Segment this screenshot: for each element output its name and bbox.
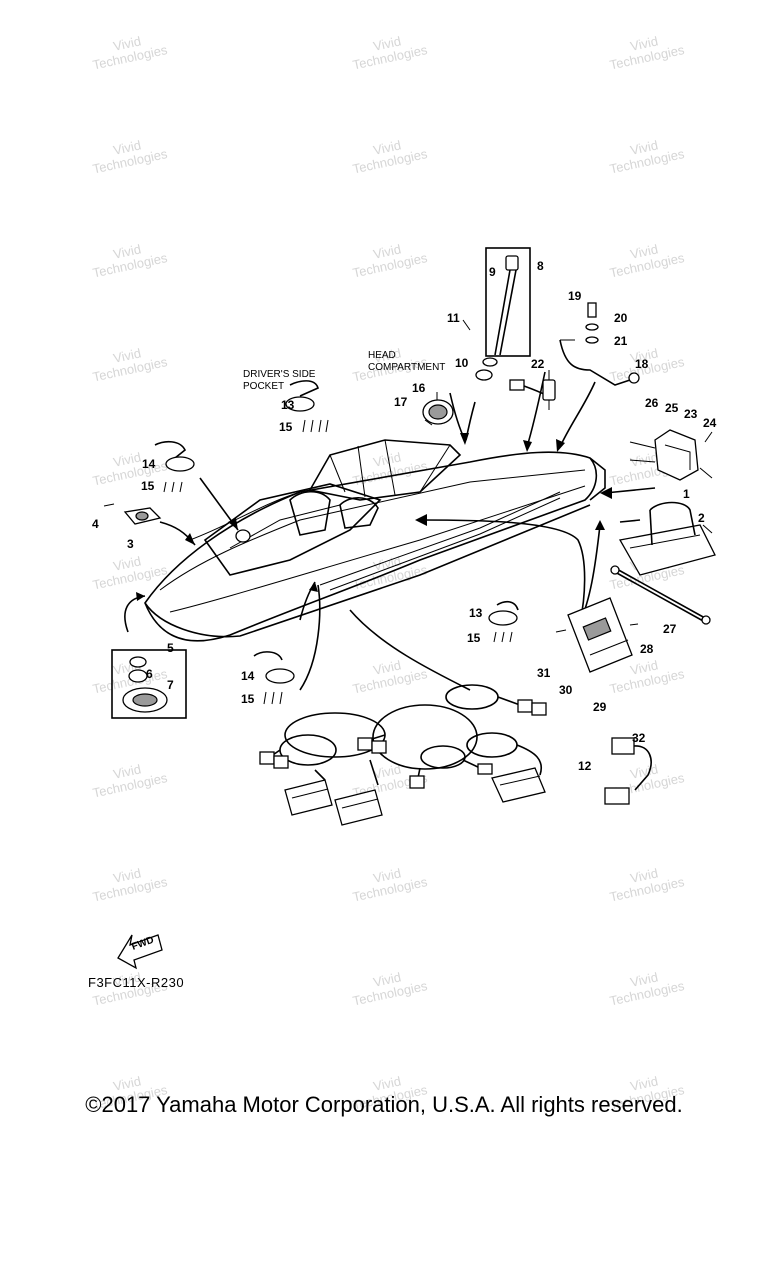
callout-22: 22 bbox=[531, 357, 545, 371]
drivers-side-pocket-label: DRIVER'S SIDE bbox=[243, 369, 316, 380]
callout-10: 10 bbox=[455, 356, 469, 370]
figure-code: F3FC11X-R230 bbox=[88, 975, 185, 990]
head-compartment-light bbox=[422, 392, 454, 426]
watermark-text: VividTechnologies bbox=[348, 28, 429, 72]
callout-1: 1 bbox=[683, 487, 690, 501]
light-14-top bbox=[154, 440, 195, 493]
callout-15-c: 15 bbox=[467, 631, 481, 645]
light-assembly-5 bbox=[111, 649, 187, 719]
callout-24: 24 bbox=[703, 416, 717, 430]
callout-15-b: 15 bbox=[141, 479, 155, 493]
light-13-top bbox=[285, 380, 329, 433]
callout-23: 23 bbox=[684, 407, 698, 421]
callout-13-top: 13 bbox=[281, 398, 295, 412]
light-pole-assembly bbox=[462, 247, 531, 381]
drivers-side-pocket-label-2: POCKET bbox=[243, 381, 284, 392]
fwd-arrow: FWD bbox=[117, 934, 163, 970]
watermark-text: VividTechnologies bbox=[88, 236, 169, 280]
light-13-bottom bbox=[488, 600, 519, 643]
callout-4: 4 bbox=[92, 517, 99, 531]
watermark-text: VividTechnologies bbox=[88, 548, 169, 592]
callout-numbers: 1 2 3 4 5 6 7 8 9 10 11 12 13 14 15 16 1… bbox=[92, 259, 717, 773]
watermark-text: VividTechnologies bbox=[605, 964, 686, 1008]
watermark-text: VividTechnologies bbox=[605, 28, 686, 72]
callout-17: 17 bbox=[394, 395, 408, 409]
watermark-text: VividTechnologies bbox=[88, 860, 169, 904]
head-compartment-label-2: COMPARTMENT bbox=[368, 362, 445, 373]
callout-14-bottom: 14 bbox=[241, 669, 255, 683]
callout-11: 11 bbox=[447, 311, 460, 325]
callout-2: 2 bbox=[698, 511, 705, 525]
callout-15-a: 15 bbox=[279, 420, 293, 434]
watermark-text: VividTechnologies bbox=[88, 756, 169, 800]
callout-19: 19 bbox=[568, 289, 582, 303]
watermark-text: VividTechnologies bbox=[348, 132, 429, 176]
callout-6: 6 bbox=[146, 667, 153, 681]
callout-18: 18 bbox=[635, 357, 649, 371]
control-module-28 bbox=[555, 597, 639, 673]
callout-9: 9 bbox=[489, 265, 496, 279]
watermark-text: VividTechnologies bbox=[348, 860, 429, 904]
switch-22 bbox=[509, 370, 556, 410]
callout-25: 25 bbox=[665, 401, 679, 415]
cable-18 bbox=[559, 302, 640, 386]
watermark-text: VividTechnologies bbox=[605, 236, 686, 280]
leader-arrows bbox=[124, 371, 656, 691]
watermark-text: VividTechnologies bbox=[88, 132, 169, 176]
callout-21: 21 bbox=[614, 334, 628, 348]
callout-15-d: 15 bbox=[241, 692, 255, 706]
callout-16: 16 bbox=[412, 381, 426, 395]
callout-14-top: 14 bbox=[142, 457, 156, 471]
watermark-text: VividTechnologies bbox=[88, 444, 169, 488]
callout-13-bottom: 13 bbox=[469, 606, 483, 620]
rod-27 bbox=[610, 565, 711, 625]
watermark-text: VividTechnologies bbox=[348, 964, 429, 1008]
watermark-text: VividTechnologies bbox=[605, 860, 686, 904]
callout-27: 27 bbox=[663, 622, 677, 636]
callout-7: 7 bbox=[167, 678, 174, 692]
watermark-text: VividTechnologies bbox=[605, 132, 686, 176]
callout-8: 8 bbox=[537, 259, 544, 273]
boat-hull bbox=[144, 439, 606, 642]
callout-20: 20 bbox=[614, 311, 628, 325]
light-14-bottom bbox=[253, 651, 295, 705]
callout-12: 12 bbox=[578, 759, 592, 773]
callout-3: 3 bbox=[127, 537, 134, 551]
callout-26: 26 bbox=[645, 396, 659, 410]
wire-harness-12 bbox=[259, 684, 547, 826]
callout-31: 31 bbox=[537, 666, 551, 680]
control-box-23 bbox=[629, 429, 713, 481]
callout-30: 30 bbox=[559, 683, 573, 697]
head-compartment-label: HEAD bbox=[368, 350, 396, 361]
watermark-text: VividTechnologies bbox=[88, 28, 169, 72]
battery-tray-1 bbox=[618, 501, 716, 576]
watermark-text: VividTechnologies bbox=[88, 340, 169, 384]
watermark-text: VividTechnologies bbox=[348, 236, 429, 280]
watermark-text: VividTechnologies bbox=[348, 652, 429, 696]
light-3 bbox=[103, 503, 162, 525]
callout-32: 32 bbox=[632, 731, 646, 745]
callout-5: 5 bbox=[167, 641, 174, 655]
callout-29: 29 bbox=[593, 700, 607, 714]
callout-28: 28 bbox=[640, 642, 654, 656]
connector-32 bbox=[604, 737, 652, 805]
courtesy-lights bbox=[154, 380, 519, 705]
copyright-notice: ©2017 Yamaha Motor Corporation, U.S.A. A… bbox=[85, 1092, 683, 1117]
